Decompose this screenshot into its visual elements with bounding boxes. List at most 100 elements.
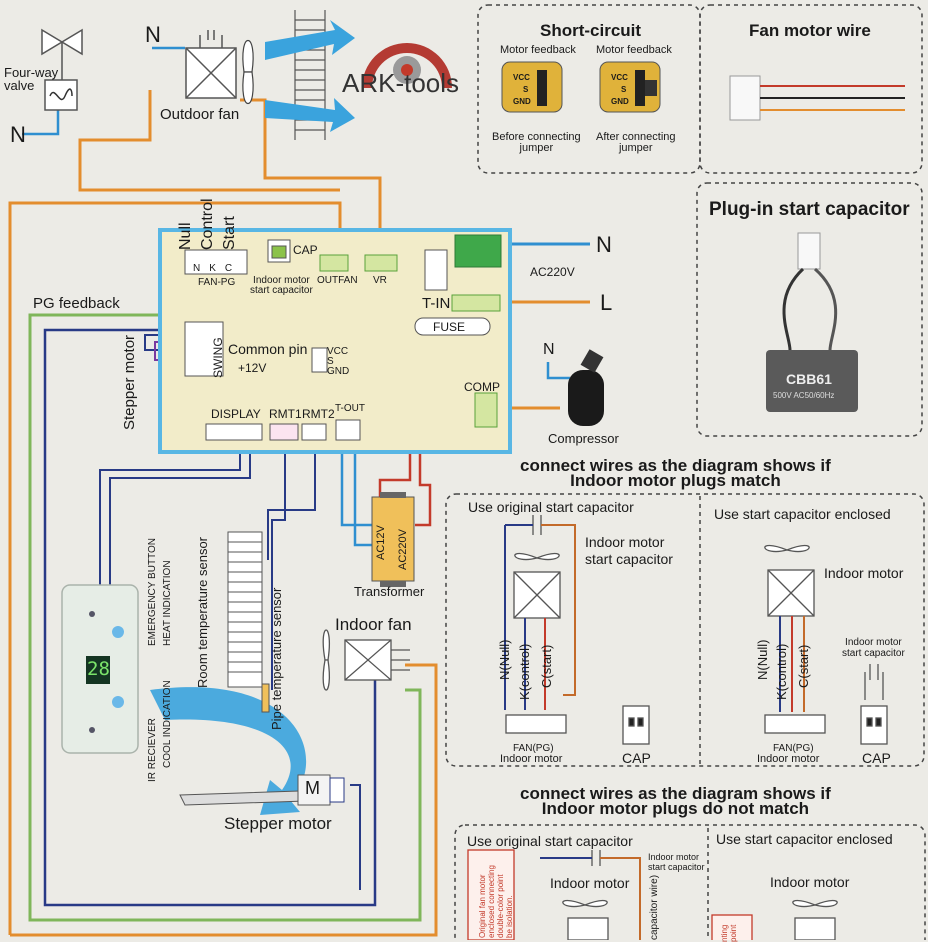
heat-indication-label: HEAT INDICATION <box>162 560 173 646</box>
fan-motor-wire-icon <box>729 75 905 121</box>
trans-blue-1 <box>340 435 372 527</box>
indoor-fan-label: Indoor fan <box>335 615 412 634</box>
nomatch-panel <box>454 824 926 940</box>
emergency-button-label: EMERGENCY BUTTON <box>147 538 158 646</box>
ark-logo-icon <box>362 43 452 88</box>
t-in-label: T-IN <box>422 295 451 312</box>
heat-indicator-icon <box>112 626 124 638</box>
ac220v-label: AC220V <box>530 265 575 279</box>
t-out-label: T-OUT <box>335 403 365 414</box>
board-indoor-cap-label: Indoor motor start capacitor <box>250 275 313 296</box>
vr-connector <box>364 254 398 272</box>
vr-label: VR <box>373 275 387 286</box>
control-label: Control <box>199 198 216 250</box>
nomatch-right-title: Use start capacitor enclosed <box>716 831 893 847</box>
outdoor-fan-blades-icon <box>242 40 254 104</box>
nomatch-left-title: Use original start capacitor <box>467 833 633 849</box>
t-out-connector <box>335 419 361 441</box>
nomatch-red-note-right: nting point <box>720 924 738 942</box>
transformer-label: Transformer <box>354 584 425 599</box>
compressor-label: Compressor <box>548 431 619 446</box>
transformer-icon <box>371 492 415 587</box>
after-vcc: VCC <box>611 73 628 82</box>
match-right-title: Use start capacitor enclosed <box>714 506 891 522</box>
ir-receiver-label: IR RECIEVER <box>147 718 158 782</box>
before-s: S <box>523 85 529 94</box>
orange-main-loop <box>8 201 342 935</box>
four-way-valve-label: Four-way valve <box>4 65 59 93</box>
cool-indicator-icon <box>112 696 124 708</box>
comp-n <box>546 362 570 380</box>
airflow-arrows-icon <box>265 20 355 132</box>
nomatch-heading: connect wires as the diagram shows if In… <box>520 784 831 818</box>
cap-model: CBB61 <box>786 371 832 387</box>
nomatch-cap-label: Indoor motor start capacitor <box>648 852 705 872</box>
rmt1-wire <box>271 440 286 690</box>
stepper-motor-label: Stepper motor <box>121 334 138 430</box>
match-k-control-right: K(control) <box>774 643 789 700</box>
n-label-ac: N <box>596 232 612 257</box>
before-jumper-label: Before connecting jumper <box>492 131 581 154</box>
display-wire <box>99 440 241 590</box>
fan-pg-label: FAN-PG <box>198 277 236 288</box>
pg-feedback-connector <box>311 347 328 373</box>
match-indoor-motor-right: Indoor motor <box>757 753 820 765</box>
plugin-cap-panel <box>696 182 923 437</box>
stepper-motor-bottom-icon <box>179 774 345 806</box>
match-indoor-cap-label: Indoor motor start capacitor <box>585 534 673 567</box>
outdoor-fan-wire-a <box>78 90 340 192</box>
ac-connector <box>454 234 502 268</box>
indoor-airflow-icon <box>150 687 307 815</box>
match-indoor-motor-label: Indoor motor <box>824 565 904 581</box>
nomatch-left-diagram <box>467 849 641 940</box>
after-jumper-label: After connecting jumper <box>596 131 676 154</box>
ac12v-label: AC12V <box>375 525 387 560</box>
nomatch-capacitor-wire: capacitor wire) <box>649 874 660 940</box>
four-way-valve-icon <box>41 28 83 111</box>
indoor-fan-icon <box>322 629 410 691</box>
t-in-connector <box>451 294 501 312</box>
outdoor-fan-wire-b <box>240 98 382 250</box>
fan-motor-wire-panel <box>699 4 923 174</box>
n-label-comp: N <box>543 341 555 358</box>
compressor-icon <box>568 349 604 426</box>
swing-label: SWING <box>211 337 225 378</box>
pipe-temp-sensor-label: Pipe temperature sensor <box>269 587 284 730</box>
rmt2-connector <box>301 423 327 441</box>
motor-feedback-before: Motor feedback <box>500 44 576 56</box>
fan-motor-wire-title: Fan motor wire <box>749 21 871 40</box>
rmt2-wire <box>267 440 316 560</box>
display-digits: 28 <box>87 658 110 680</box>
room-temp-sensor-label: Room temperature sensor <box>195 536 210 688</box>
ac220v-trans-label: AC220V <box>397 529 409 570</box>
outdoor-fan-motor-icon <box>185 30 237 99</box>
match-right-diagram <box>764 544 888 745</box>
pipe-sensor-probe <box>261 683 270 713</box>
evaporator-coil <box>227 531 263 688</box>
outfan-connector <box>319 254 349 272</box>
before-gnd: GND <box>513 97 531 106</box>
match-left-title: Use original start capacitor <box>468 499 634 515</box>
after-s: S <box>621 85 627 94</box>
stepper-motor-bottom-label: Stepper motor <box>224 814 332 833</box>
pg-feedback-label: PG feedback <box>33 295 120 312</box>
ark-logo-text: ARK-tools <box>342 68 460 98</box>
match-n-null-right: N(Null) <box>755 639 770 680</box>
nomatch-indoor-motor-right: Indoor motor <box>770 874 850 890</box>
match-left-diagram <box>504 515 650 745</box>
n-label-fan: N <box>145 22 161 47</box>
s-label: S <box>327 356 334 367</box>
fan-pg-connector <box>184 249 248 275</box>
n-label-valve: N <box>10 122 26 147</box>
match-n-null-left: N(Null) <box>497 639 512 680</box>
rmt2-label: RMT2 <box>302 407 335 421</box>
plus12v-label: +12V <box>238 361 267 375</box>
cap-label: CAP <box>293 243 318 257</box>
fuse <box>414 317 491 336</box>
match-panel <box>445 493 925 767</box>
match-indoor-motor-left: Indoor motor <box>500 753 563 765</box>
comp-connector <box>474 392 498 428</box>
outfan-label: OUTFAN <box>317 275 358 286</box>
l-label: L <box>600 290 613 315</box>
